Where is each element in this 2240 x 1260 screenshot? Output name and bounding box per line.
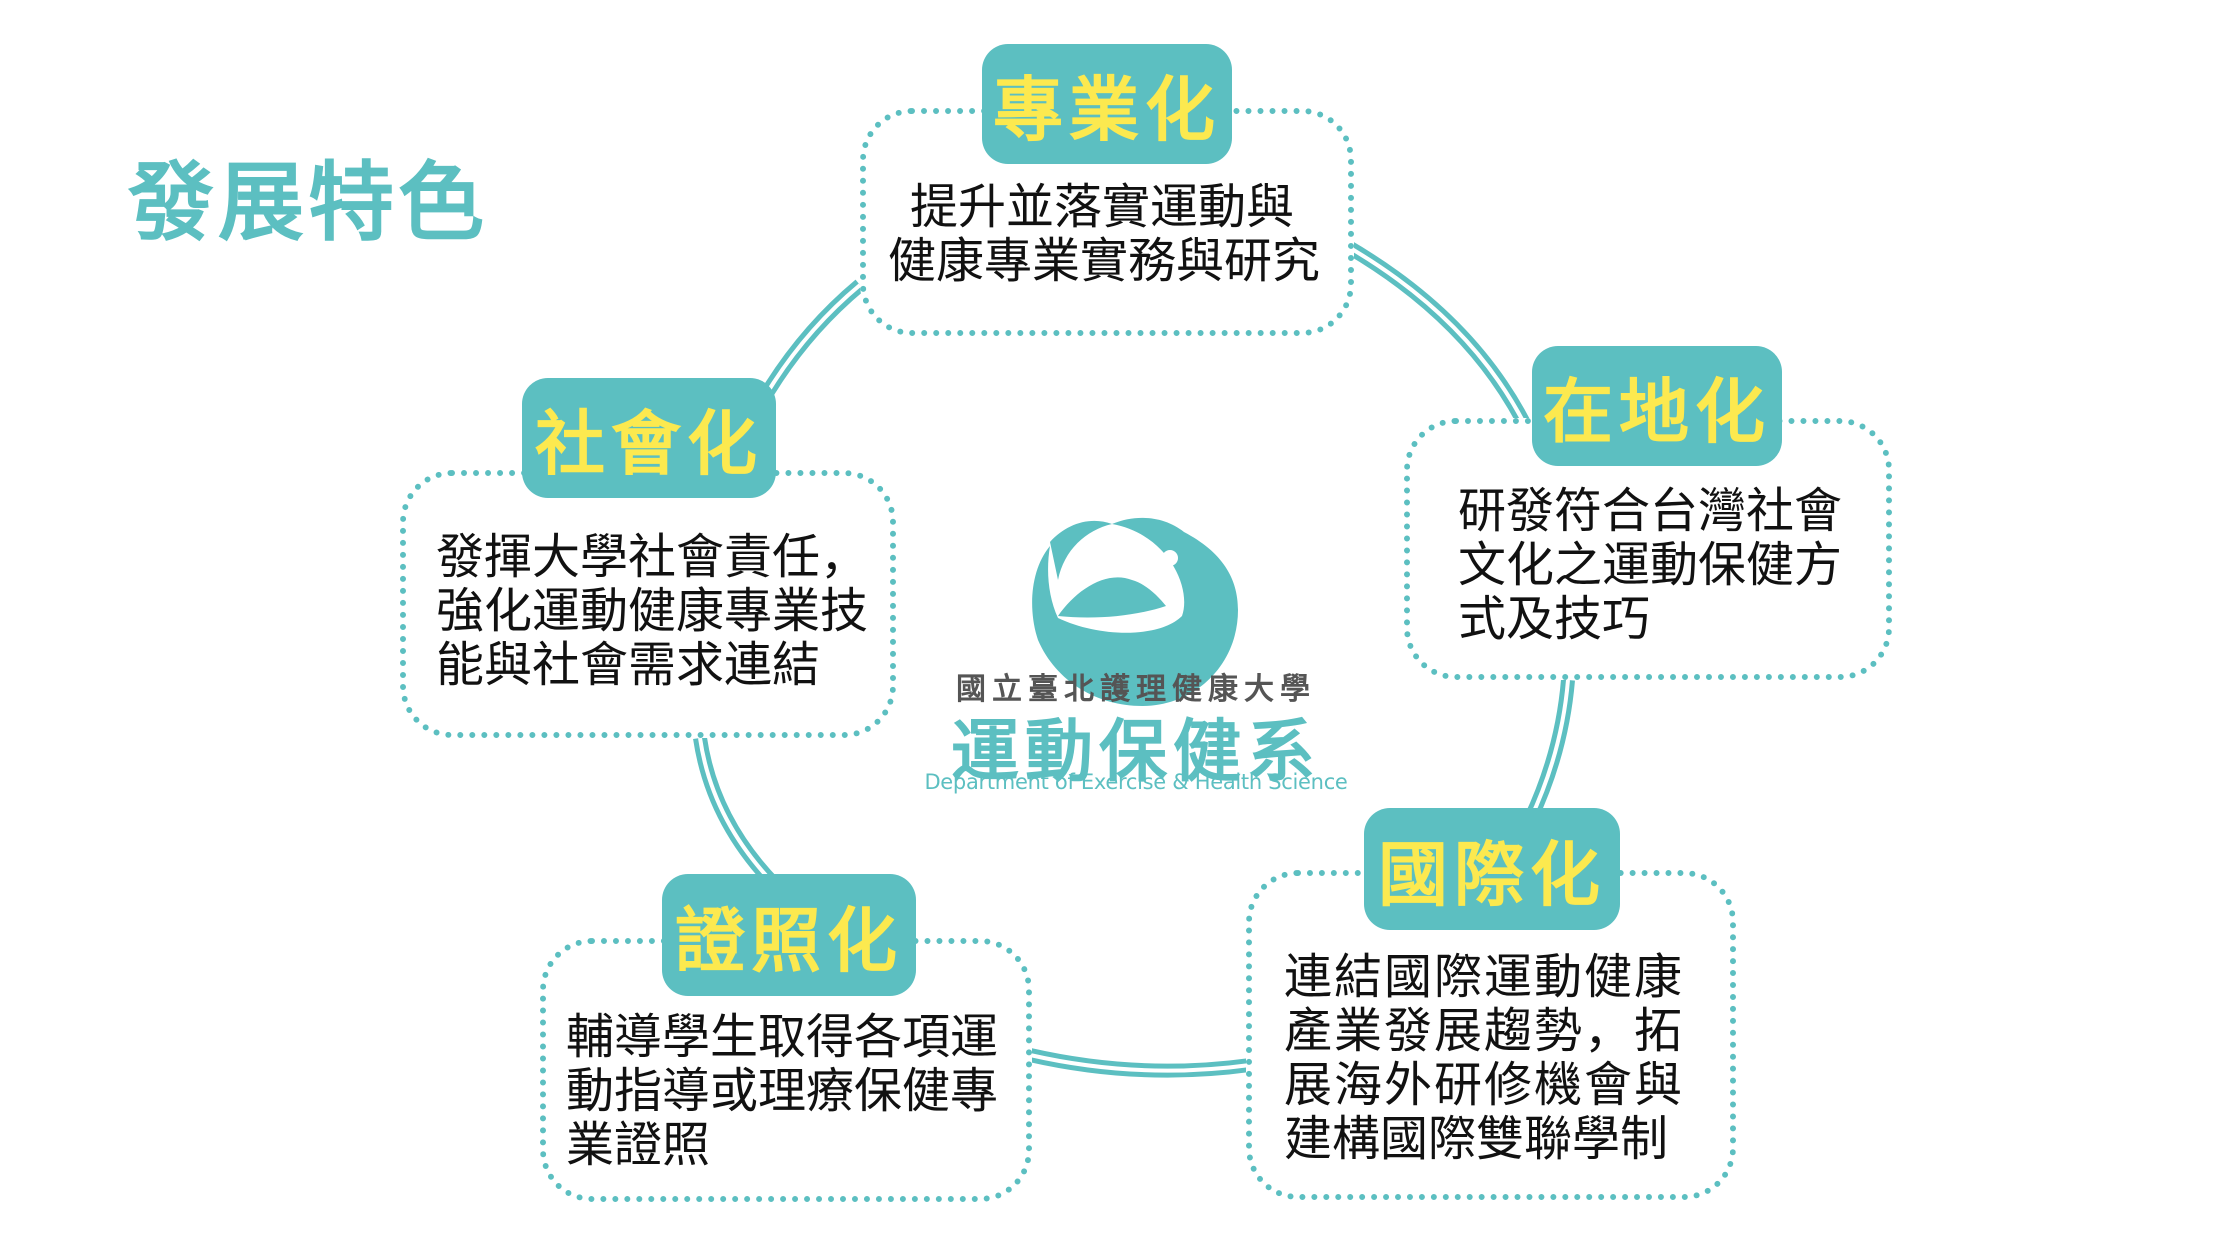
desc-line: 發揮大學社會責任， — [436, 529, 869, 585]
node-tag-social: 社會化 — [522, 378, 776, 498]
desc-line: 式及技巧 — [1458, 591, 1651, 647]
desc-line: 文化之運動保健方 — [1458, 537, 1843, 593]
node-desc-local: 研發符合台灣社會 文化之運動保健方 式及技巧 — [1458, 484, 1842, 646]
desc-line: 產業發展趨勢，拓 — [1284, 1003, 1685, 1059]
desc-line: 健康專業實務與研究 — [888, 233, 1321, 289]
desc-line: 強化運動健康專業技 — [436, 583, 869, 639]
desc-line: 提升並落實運動與 — [910, 179, 1295, 235]
desc-line: 建構國際雙聯學制 — [1284, 1111, 1669, 1167]
desc-line: 能與社會需求連結 — [436, 637, 821, 693]
desc-line: 研發符合台灣社會 — [1458, 483, 1843, 539]
node-tag-professional: 專業化 — [982, 44, 1232, 164]
department-name: 運動保健系 — [950, 713, 1321, 792]
node-tag-local: 在地化 — [1532, 346, 1782, 466]
desc-line: 輔導學生取得各項運 — [566, 1009, 999, 1065]
node-desc-certification: 輔導學生取得各項運 動指導或理療保健專 業證照 — [566, 1010, 998, 1172]
dove-icon — [1032, 517, 1238, 706]
university-name: 國立臺北護理健康大學 — [956, 672, 1316, 707]
node-tag-certification: 證照化 — [662, 874, 916, 996]
node-desc-international: 連結國際運動健康 產業發展趨勢，拓 展海外研修機會與 建構國際雙聯學制 — [1284, 950, 1684, 1166]
page-title: 發展特色 — [128, 153, 488, 253]
desc-line: 展海外研修機會與 — [1284, 1057, 1685, 1113]
department-name-en: Department of Exercise & Health Science — [924, 770, 1348, 794]
desc-line: 動指導或理療保健專 — [566, 1063, 999, 1119]
desc-line: 連結國際運動健康 — [1284, 949, 1685, 1005]
desc-line: 業證照 — [566, 1117, 711, 1173]
node-desc-social: 發揮大學社會責任， 強化運動健康專業技 能與社會需求連結 — [436, 530, 868, 692]
node-desc-professional: 提升並落實運動與 健康專業實務與研究 — [888, 180, 1320, 288]
node-tag-international: 國際化 — [1364, 808, 1620, 930]
